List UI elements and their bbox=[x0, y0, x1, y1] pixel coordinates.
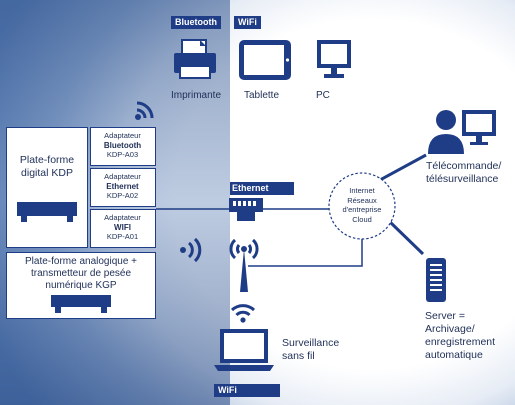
laptop-icon bbox=[214, 329, 274, 371]
adapter-word: Adaptateur bbox=[104, 131, 141, 140]
wifi-icon bbox=[230, 304, 256, 323]
remote-line-1: Télécommande/ bbox=[426, 160, 502, 172]
wireless-line-2: sans fil bbox=[282, 350, 315, 362]
pc-label: PC bbox=[316, 90, 330, 101]
cloud-line-3: d'entreprise bbox=[342, 205, 382, 214]
tablet-icon bbox=[239, 40, 291, 80]
cloud-line-4: Cloud bbox=[352, 214, 372, 224]
bluetooth-tag: Bluetooth bbox=[171, 16, 221, 29]
adapter-model: KDP-A01 bbox=[106, 232, 139, 241]
server-label: Server = Archivage/ enregistrement autom… bbox=[425, 310, 495, 362]
printer-label: Imprimante bbox=[171, 90, 222, 101]
printer-icon bbox=[174, 39, 216, 79]
server-line-3: enregistrement bbox=[425, 336, 496, 348]
signal-waves-icon bbox=[180, 237, 202, 263]
adapter-ethernet-box: Adaptateur Ethernet KDP-A02 bbox=[90, 168, 156, 207]
adapter-wifi-box: Adaptateur WIFI KDP-A01 bbox=[90, 209, 156, 248]
digital-platform-title: Plate-forme digital KDP bbox=[19, 154, 75, 179]
server-line-1: Server = bbox=[425, 310, 465, 322]
remote-link-line bbox=[379, 153, 427, 182]
wifi-tag-top: WiFi bbox=[234, 16, 261, 29]
remote-user-icon bbox=[428, 110, 496, 154]
cloud-circle bbox=[328, 172, 396, 240]
adapter-type: Ethernet bbox=[106, 181, 139, 191]
adapter-type: WIFI bbox=[114, 222, 131, 232]
adapter-model: KDP-A03 bbox=[106, 150, 139, 159]
antenna-icon bbox=[229, 238, 259, 292]
server-line-4: automatique bbox=[425, 349, 483, 361]
server-line-2: Archivage/ bbox=[425, 323, 475, 335]
adapter-bluetooth-box: Adaptateur Bluetooth KDP-A03 bbox=[90, 127, 156, 166]
adapter-type: Bluetooth bbox=[103, 140, 142, 150]
cloud-line-1: Internet bbox=[349, 186, 375, 195]
adapter-word: Adaptateur bbox=[104, 172, 141, 181]
server-link-line bbox=[388, 220, 425, 256]
pc-icon bbox=[317, 40, 351, 78]
wireless-signal-icon bbox=[135, 101, 154, 120]
adapter-word: Adaptateur bbox=[104, 213, 141, 222]
server-icon bbox=[426, 258, 446, 302]
cloud-label: Internet Réseaux d'entreprise Cloud bbox=[332, 186, 392, 224]
wireless-line-1: Surveillance bbox=[282, 337, 340, 349]
ethernet-port-icon bbox=[229, 198, 263, 221]
remote-line-2: télésurveillance bbox=[426, 173, 499, 185]
ethernet-tag: Ethernet bbox=[230, 182, 294, 195]
wireless-label: Surveillance sans fil bbox=[282, 337, 339, 363]
cloud-line-2: Réseaux bbox=[347, 195, 377, 205]
scale-platform-icon bbox=[51, 295, 111, 313]
remote-label: Télécommande/ télésurveillance bbox=[426, 160, 501, 186]
analog-platform-box: Plate-forme analogique + transmetteur de… bbox=[6, 252, 156, 319]
digital-platform-box: Plate-forme digital KDP bbox=[6, 127, 88, 248]
tablet-label: Tablette bbox=[244, 90, 280, 101]
analog-platform-title: Plate-forme analogique + transmetteur de… bbox=[24, 256, 138, 291]
scale-platform-icon bbox=[17, 202, 77, 222]
adapter-model: KDP-A02 bbox=[106, 191, 139, 200]
wifi-tag-bottom: WiFi bbox=[214, 384, 280, 397]
